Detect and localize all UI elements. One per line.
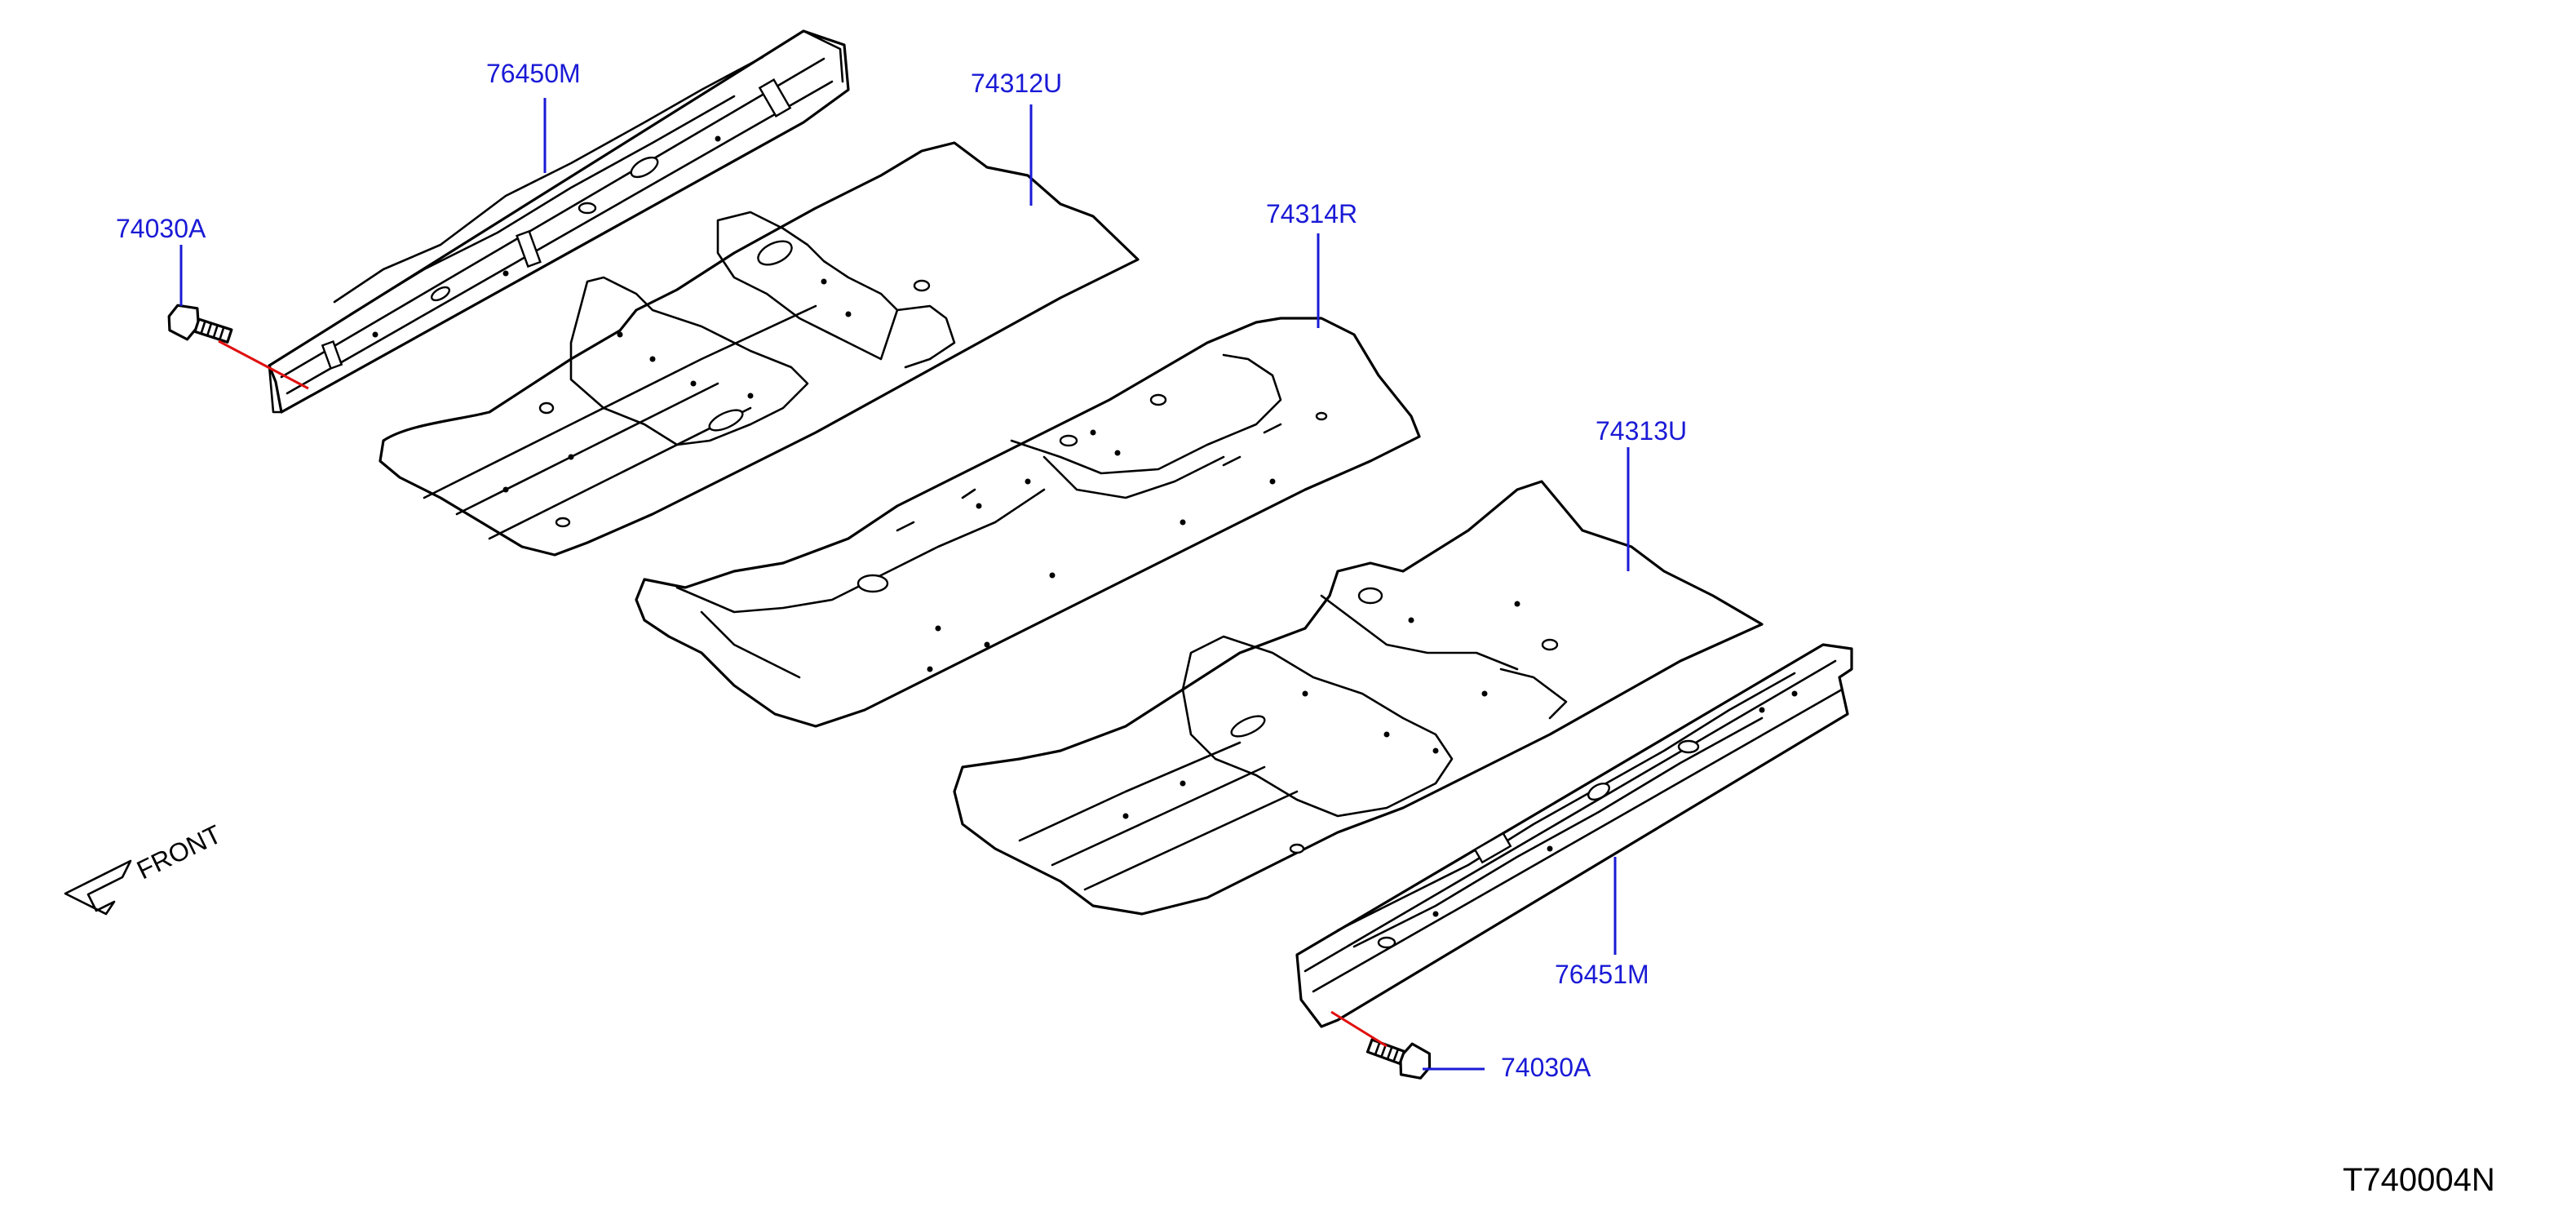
callout-74030A-lower: 74030A bbox=[1501, 1053, 1591, 1082]
callout-74313U: 74313U bbox=[1596, 416, 1688, 446]
callout-74030A-upper: 74030A bbox=[116, 214, 206, 243]
fastener-lines bbox=[218, 339, 1388, 1048]
bolt-upper[interactable] bbox=[164, 301, 235, 352]
floor-panel-front-right[interactable] bbox=[953, 480, 1764, 916]
floor-panel-front-left[interactable] bbox=[378, 141, 1140, 557]
callout-74314R: 74314R bbox=[1266, 199, 1358, 228]
callout-74312U: 74312U bbox=[971, 69, 1063, 98]
floor-panel-center[interactable] bbox=[635, 317, 1421, 728]
side-rail-lower[interactable] bbox=[1295, 643, 1853, 1028]
callout-76451M: 76451M bbox=[1555, 960, 1649, 989]
arrow-front-icon bbox=[64, 859, 132, 916]
bolt-lower[interactable] bbox=[1364, 1031, 1435, 1083]
diagram-code: T740004N bbox=[2343, 1162, 2495, 1198]
callout-76450M: 76450M bbox=[486, 59, 581, 88]
side-rail-upper[interactable] bbox=[268, 29, 850, 414]
callout-leaders bbox=[179, 98, 1630, 1071]
